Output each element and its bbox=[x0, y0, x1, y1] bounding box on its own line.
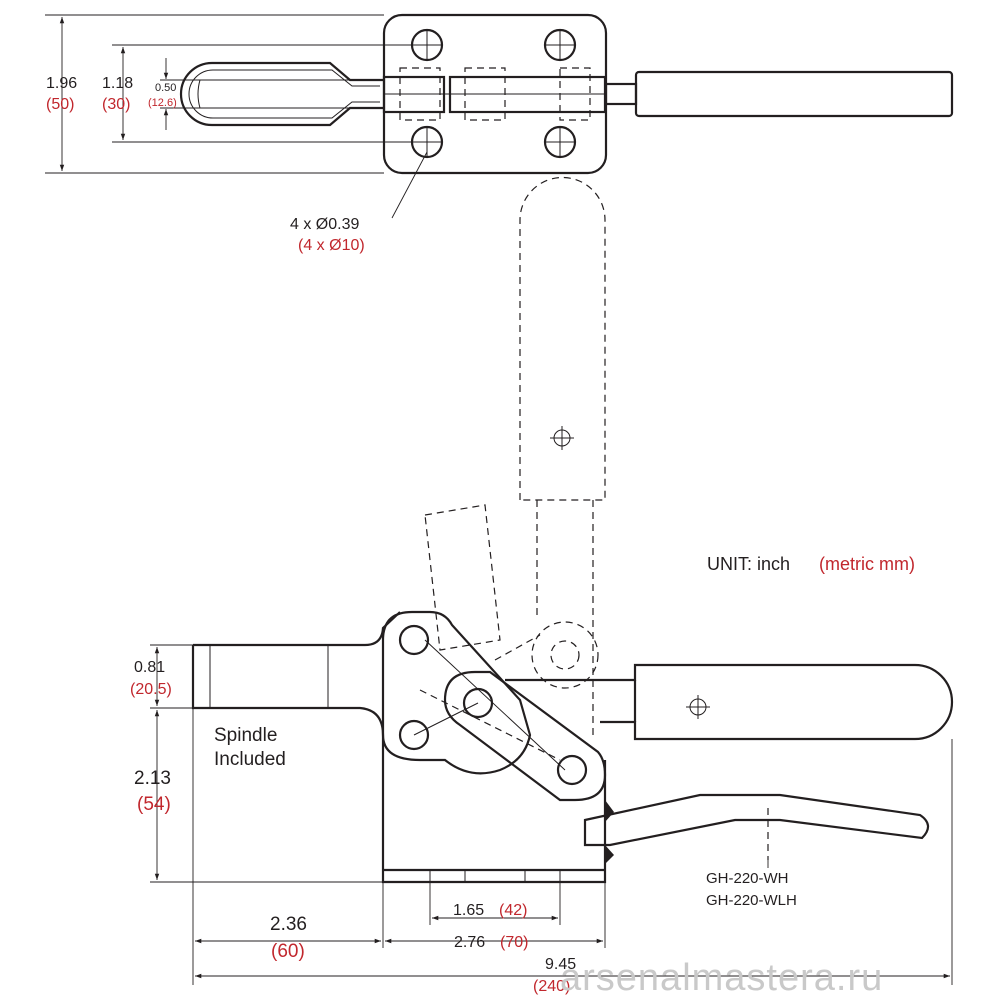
dim-spindle-reach bbox=[192, 708, 384, 985]
left-link bbox=[381, 610, 532, 775]
bolt-spacing-mm: (30) bbox=[102, 96, 130, 113]
dim-hole-spacing bbox=[429, 882, 561, 925]
overall-length-mm: (240) bbox=[533, 978, 570, 995]
dim-base-length bbox=[385, 882, 606, 948]
variant-2: GH-220-WLH bbox=[706, 892, 797, 909]
spindle-label-1: Spindle bbox=[214, 725, 277, 746]
handle-loop bbox=[179, 61, 384, 127]
spindle-rod bbox=[604, 82, 638, 106]
overall-height-in: 1.96 bbox=[46, 75, 77, 92]
overall-length-in: 9.45 bbox=[545, 956, 576, 973]
dim-handle-width bbox=[160, 58, 384, 130]
pivot bbox=[398, 719, 430, 751]
hole-spacing-mm: (42) bbox=[499, 902, 527, 919]
closed-handle bbox=[505, 663, 954, 741]
dim-overall-length bbox=[195, 739, 953, 985]
overall-height-mm: (50) bbox=[46, 96, 74, 113]
pivot bbox=[398, 624, 430, 656]
unit-metric: (metric mm) bbox=[819, 554, 915, 574]
dim-overall-height bbox=[45, 14, 384, 174]
unit-note: UNIT: inch (metric mm) bbox=[707, 554, 915, 574]
hole-leader bbox=[391, 151, 428, 219]
variant-1: GH-220-WH bbox=[706, 870, 789, 887]
holes-in: 4 x Ø0.39 bbox=[290, 216, 359, 233]
dim-base-height bbox=[150, 710, 383, 883]
holes-mm: (4 x Ø10) bbox=[298, 237, 365, 254]
side-view: 0.81 (20.5) Spindle Included 2.13 (54) 1… bbox=[130, 610, 954, 995]
hole-spacing-in: 1.65 bbox=[453, 902, 484, 919]
base-height-mm: (54) bbox=[137, 794, 171, 815]
spindle-height-in: 0.81 bbox=[134, 659, 165, 676]
linkage-strip bbox=[382, 67, 607, 121]
pivot bbox=[556, 754, 588, 786]
spindle-grip bbox=[634, 70, 954, 118]
spindle bbox=[191, 611, 401, 736]
spindle-reach-in: 2.36 bbox=[270, 914, 307, 935]
spindle-reach-mm: (60) bbox=[271, 941, 305, 962]
angled-arm bbox=[443, 670, 607, 802]
spindle-label-2: Included bbox=[214, 749, 286, 770]
top-view: 1.96 (50) 1.18 (30) 0.50 (12.6) 4 x Ø0.3… bbox=[45, 13, 954, 254]
watermark: arsenalmastera.ru bbox=[560, 957, 883, 999]
base-length-in: 2.76 bbox=[454, 934, 485, 951]
base-height-in: 2.13 bbox=[134, 768, 171, 789]
handle-width-mm: (12.6) bbox=[148, 97, 177, 109]
bolt-spacing-in: 1.18 bbox=[102, 75, 133, 92]
dim-bolt-spacing bbox=[112, 44, 412, 143]
dim-spindle-height bbox=[150, 644, 193, 709]
spindle-height-mm: (20.5) bbox=[130, 681, 172, 698]
handle-width-in: 0.50 bbox=[155, 82, 176, 94]
variant-handle bbox=[583, 793, 930, 847]
base-length-mm: (70) bbox=[500, 934, 528, 951]
unit-prefix: UNIT: inch bbox=[707, 554, 790, 574]
open-position-outline bbox=[419, 176, 606, 761]
